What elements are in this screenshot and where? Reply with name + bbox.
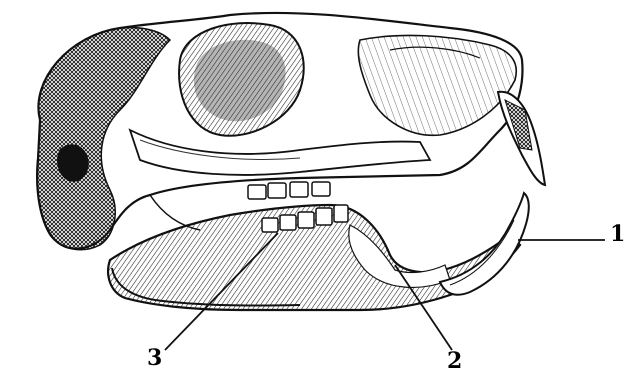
upper-molar-row xyxy=(248,182,330,199)
callout-label-3: 3 xyxy=(147,347,162,369)
callout-label-1: 1 xyxy=(610,223,625,245)
lower-incisor xyxy=(440,193,529,295)
callout-label-2: 2 xyxy=(447,350,462,372)
upper-incisor xyxy=(498,92,545,185)
